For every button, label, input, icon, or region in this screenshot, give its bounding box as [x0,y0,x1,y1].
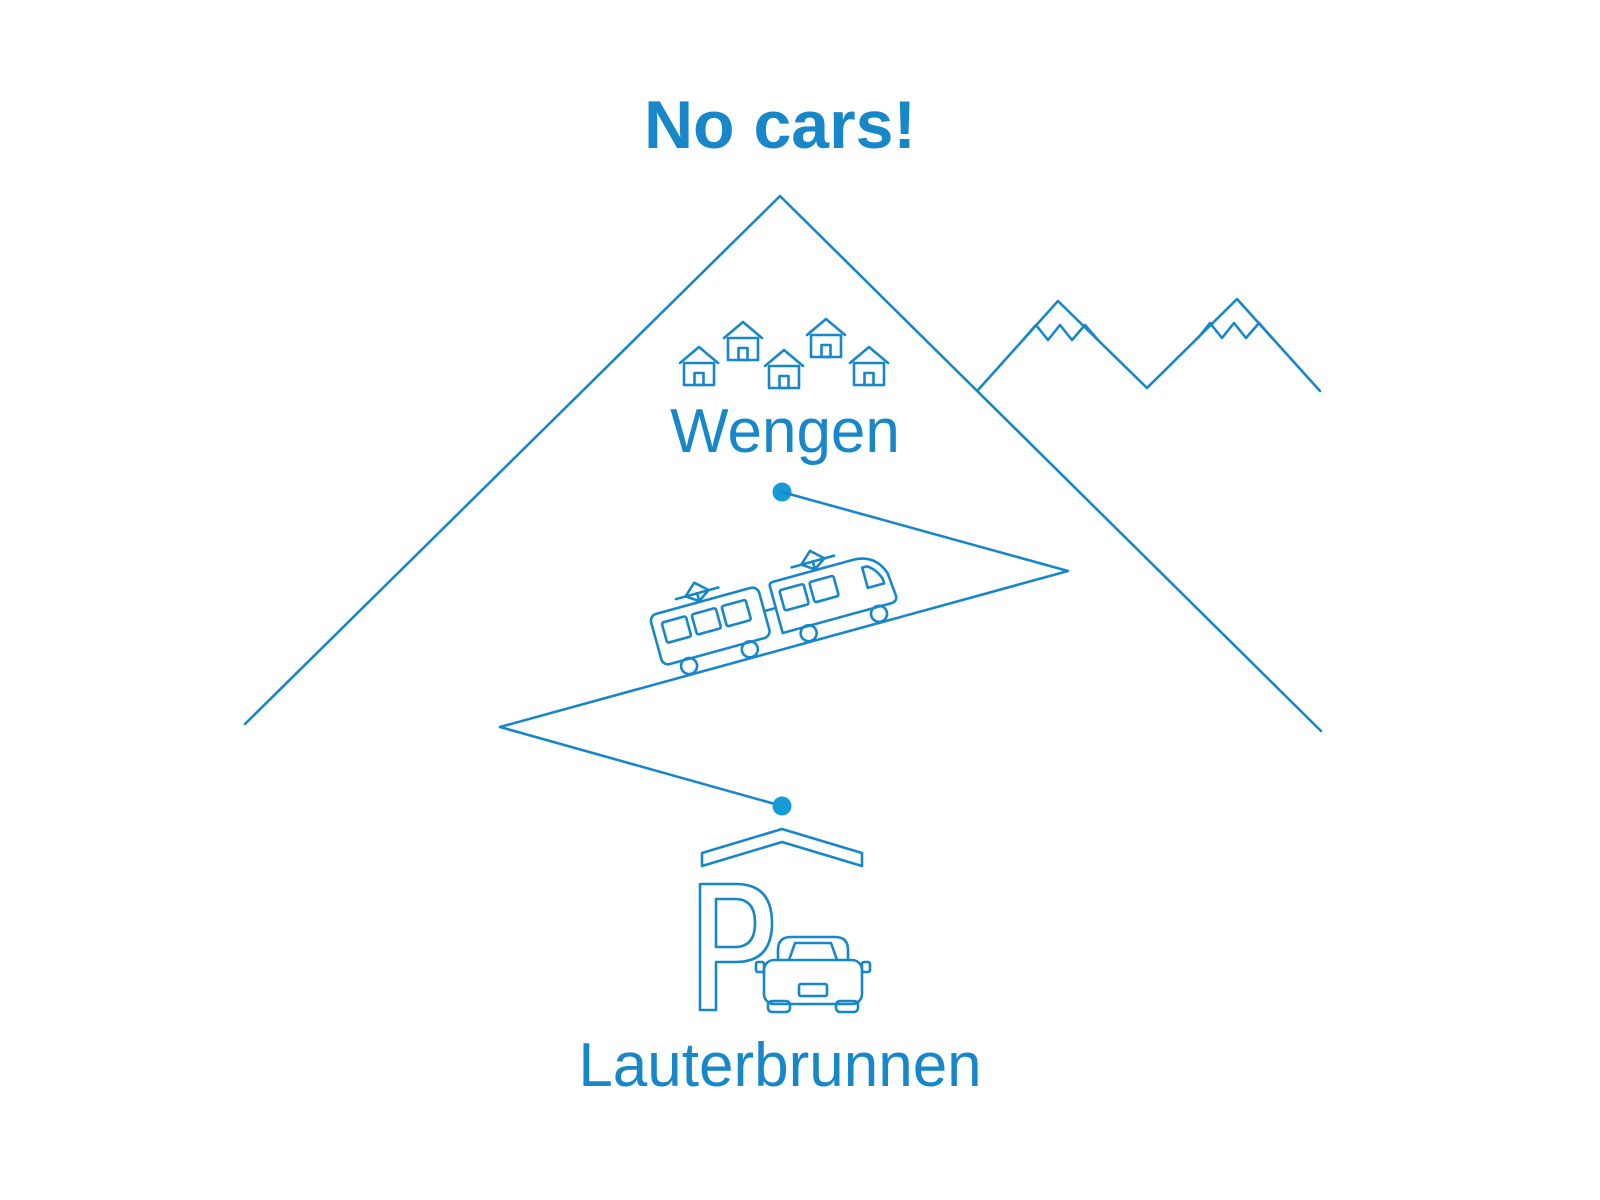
railway-line [498,490,1070,808]
pantograph-icon [684,581,710,603]
station-dot-lauterbrunnen [772,796,792,816]
car-icon [754,935,872,1014]
house-icon [848,345,890,387]
car-wheel-left [766,999,792,1014]
car-mirror-right [860,960,872,974]
pantograph-icon [799,549,826,571]
village-houses [678,317,890,390]
car-wheel-right [834,999,860,1014]
page-title: No cars! [644,87,916,163]
car-mirror-left [754,960,766,974]
train-lead-car [768,557,898,635]
car-license-plate [797,982,829,998]
big-mountain-icon [243,194,1323,733]
snow-peaks-icon [976,297,1322,393]
parking-garage-icon [698,827,872,1014]
station-label-wengen: Wengen [670,397,900,466]
parking-p-letter [698,882,774,1012]
train-rear-car [649,586,771,666]
house-icon [763,348,805,390]
house-icon [805,317,847,359]
house-icon [678,345,720,387]
station-label-lauterbrunnen: Lauterbrunnen [578,1031,981,1100]
garage-roof [700,827,864,868]
house-icon [722,320,764,362]
train-icon [649,549,898,676]
